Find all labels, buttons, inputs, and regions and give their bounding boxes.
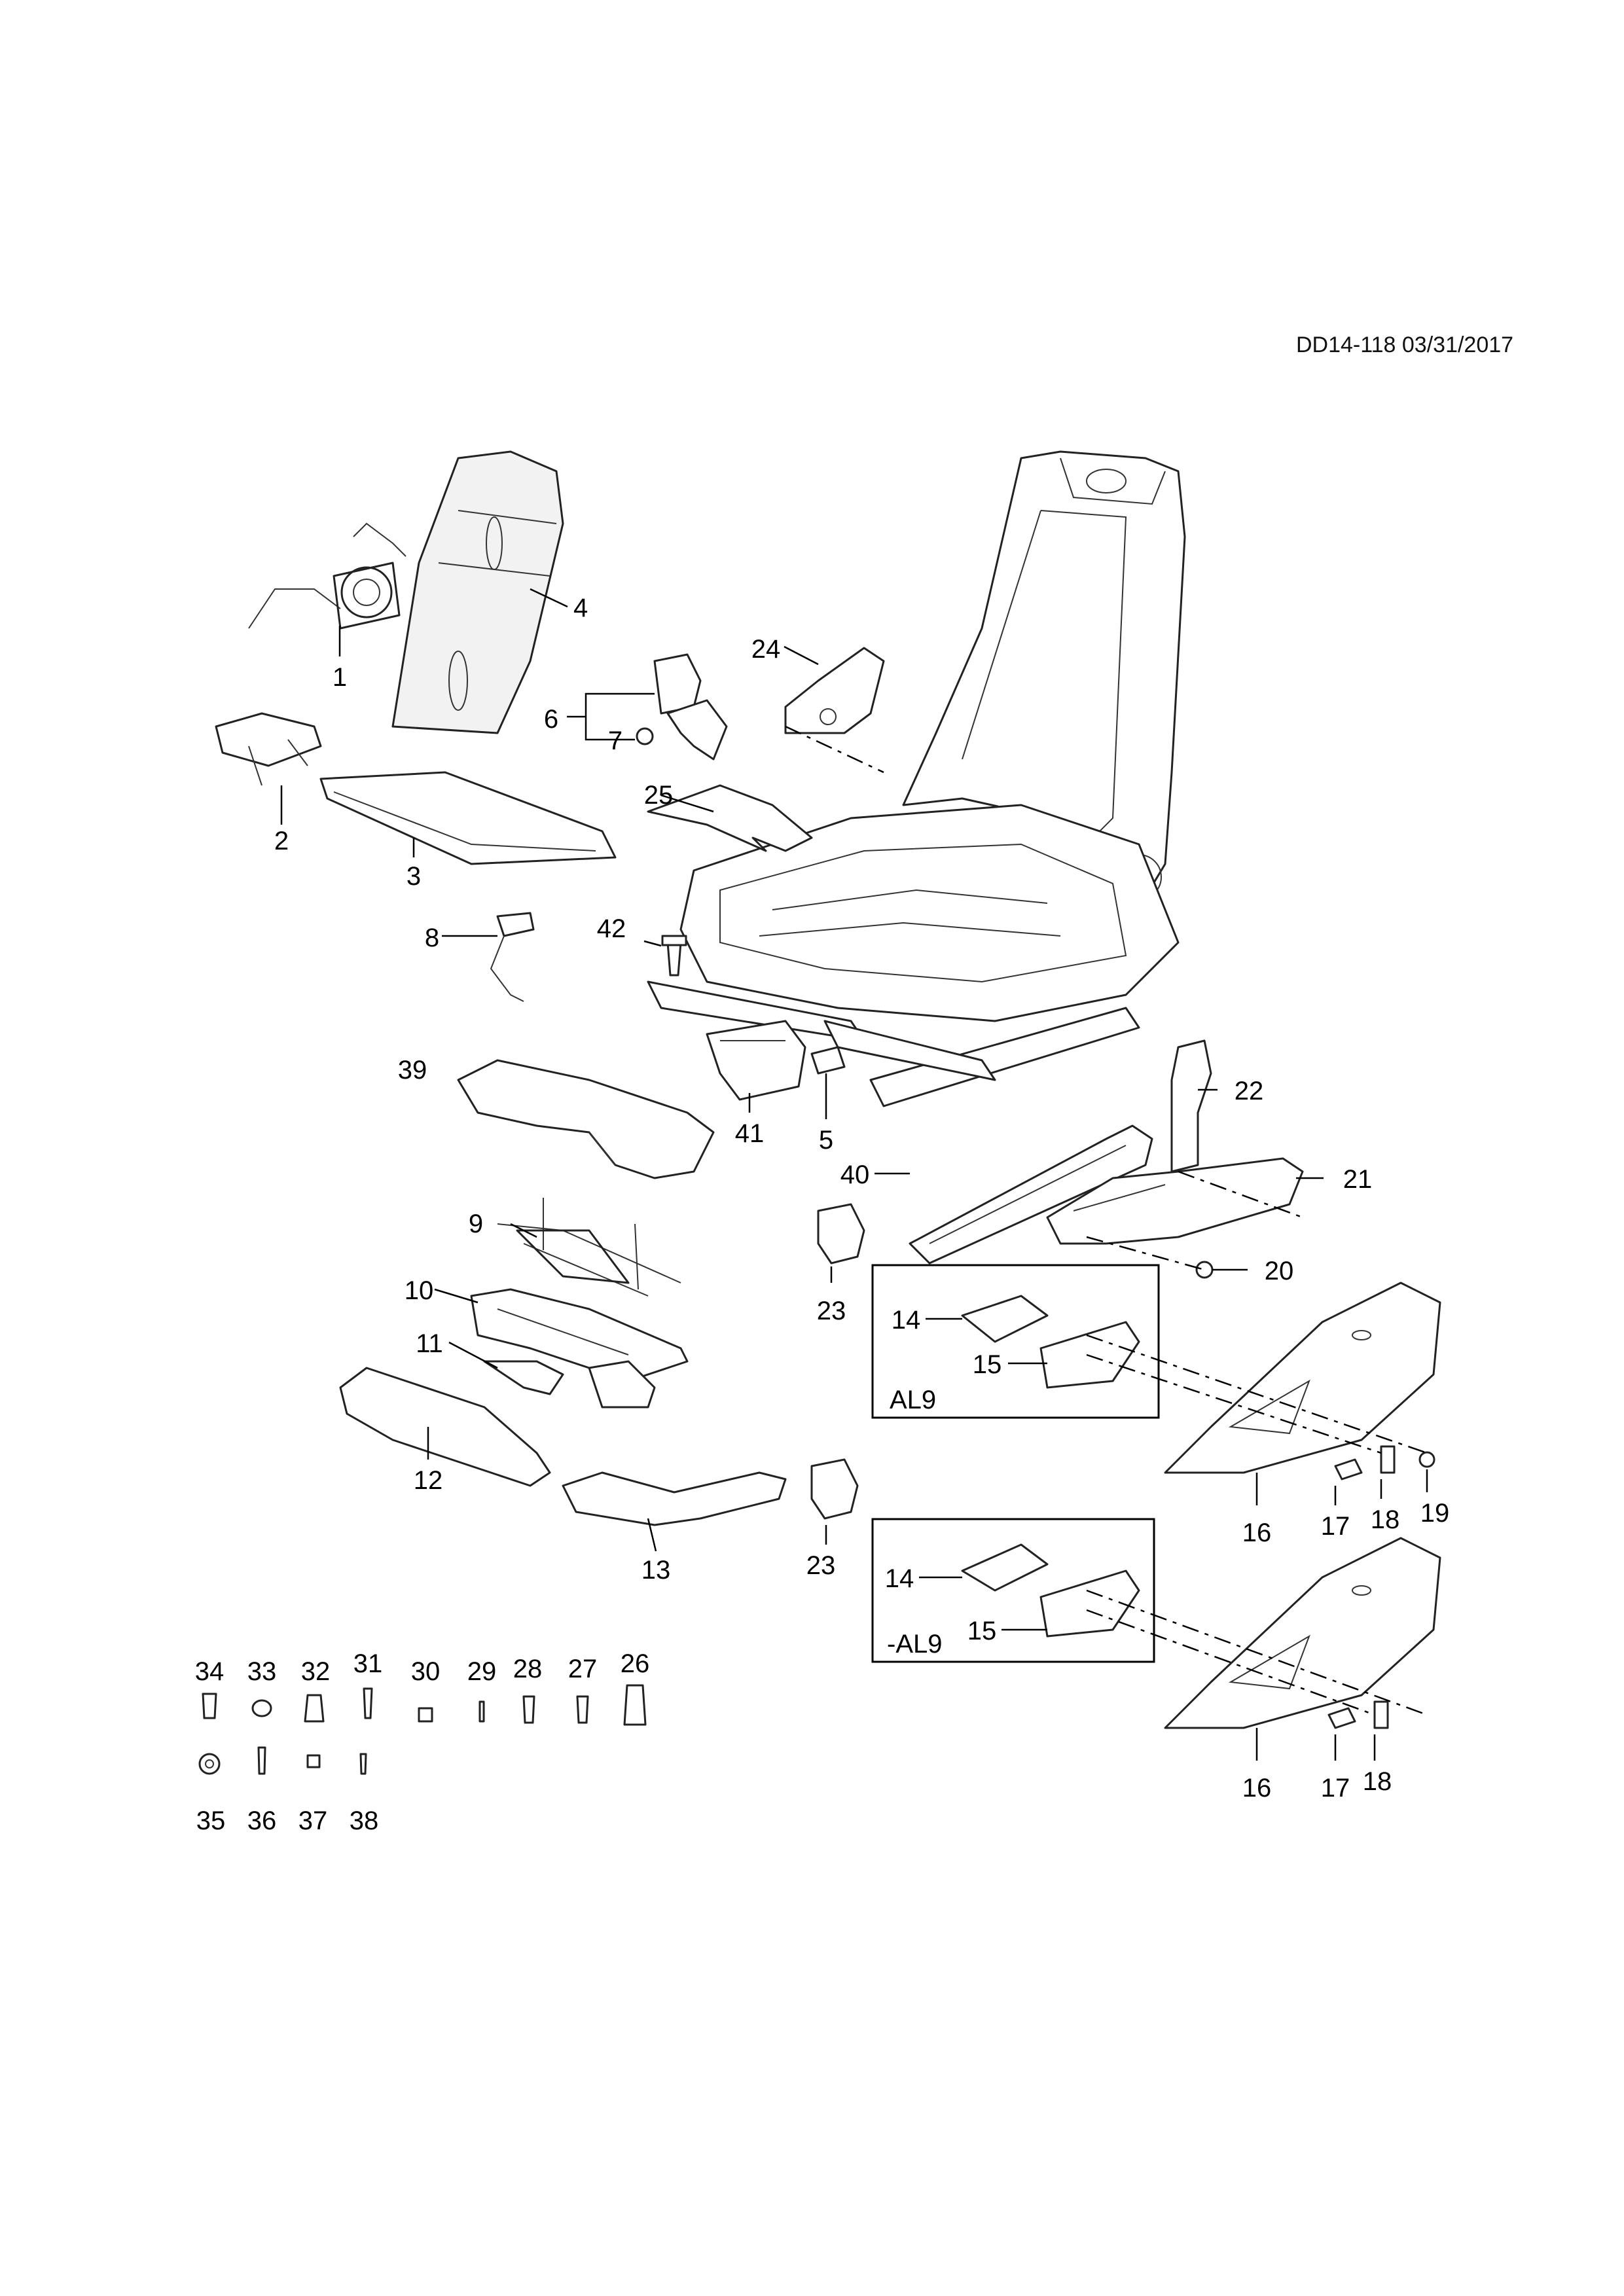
part-40-track-rail [909, 1124, 1153, 1265]
part-10-cushion-pan [470, 1288, 689, 1382]
document-reference: DD14-118 03/31/2017 [1296, 332, 1514, 357]
callout-22: 22 [1235, 1077, 1264, 1105]
part-1-lumbar-motor-harness [248, 522, 406, 630]
part-21-outer-trim-cover [1046, 1157, 1304, 1245]
callout-10: 10 [405, 1276, 434, 1305]
assembly-lines [785, 725, 1428, 1716]
part-10-bracket [588, 1360, 656, 1408]
callout-35: 35 [196, 1806, 226, 1835]
callout-15-upper: 15 [973, 1350, 1002, 1379]
fasteners-row-2 [198, 1746, 367, 1775]
callout-34: 34 [195, 1657, 225, 1686]
callout-1: 1 [333, 663, 347, 692]
callout-9: 9 [469, 1210, 483, 1238]
callout-7: 7 [608, 726, 623, 755]
variant-box-upper [871, 1264, 1160, 1419]
callout-14-upper: 14 [892, 1306, 921, 1335]
callout-14-lower: 14 [885, 1564, 914, 1593]
callout-40: 40 [840, 1160, 870, 1189]
leader-lines [280, 588, 1428, 1761]
seat-cushion-frame [679, 804, 1180, 1022]
part-24-side-trim-bracket [784, 647, 885, 734]
callout-42: 42 [597, 914, 626, 943]
part-22-belt-guide [1170, 1039, 1212, 1173]
seat-track-rails [647, 980, 1140, 1107]
callout-16-lower: 16 [1242, 1774, 1272, 1803]
variant-label-lower: -AL9 [887, 1630, 943, 1659]
part-20-plug [1195, 1261, 1214, 1279]
callout-26: 26 [621, 1649, 650, 1678]
callout-6: 6 [544, 705, 558, 734]
callout-37: 37 [298, 1806, 328, 1835]
part-12-front-trim [339, 1367, 551, 1487]
part-13-side-trim [562, 1471, 787, 1526]
part-23-recliner-bracket-upper [817, 1203, 865, 1265]
callouts: 1 4 2 3 8 6 7 25 24 42 39 41 5 22 40 21 … [195, 594, 1450, 1835]
fasteners-row-1 [202, 1684, 647, 1726]
part-16-side-shield-upper [1164, 1282, 1441, 1474]
variant-box-lower [871, 1518, 1155, 1663]
part-39-cushion-pad [457, 1059, 715, 1179]
part-41-duct [706, 1020, 806, 1101]
callout-12: 12 [414, 1466, 443, 1495]
variant-label-upper: AL9 [890, 1386, 936, 1414]
callout-21: 21 [1343, 1165, 1373, 1194]
callout-13: 13 [641, 1556, 671, 1585]
part-14-15-switch-assembly-lower [961, 1543, 1140, 1638]
callout-15-lower: 15 [967, 1617, 997, 1645]
callout-23-upper: 23 [817, 1297, 846, 1325]
parts-17-18-19-knobs [1327, 1445, 1435, 1729]
callout-3: 3 [406, 862, 421, 891]
part-42-fastener [661, 935, 687, 977]
callout-5: 5 [819, 1126, 833, 1155]
part-6-belt-buckle [636, 653, 728, 761]
callout-31: 31 [353, 1649, 383, 1678]
callout-39: 39 [398, 1056, 427, 1085]
callout-19: 19 [1420, 1499, 1450, 1528]
part-5-clip [810, 1046, 846, 1075]
part-14-15-switch-assembly-upper [961, 1295, 1140, 1389]
callout-4: 4 [573, 594, 588, 622]
part-9-cushion-wire-frame [497, 1198, 681, 1297]
part-4-seat-back-pad [391, 450, 564, 734]
part-2-lumbar-switch [215, 712, 322, 786]
callout-23-lower: 23 [806, 1551, 836, 1580]
callout-17-lower: 17 [1321, 1774, 1350, 1803]
part-3-cushion-panel [319, 771, 617, 865]
callout-29: 29 [467, 1657, 497, 1686]
callout-16-upper: 16 [1242, 1518, 1272, 1547]
callout-41: 41 [735, 1119, 765, 1148]
part-25-trim-panel [647, 784, 813, 852]
callout-18-upper: 18 [1371, 1505, 1400, 1534]
callout-20: 20 [1265, 1257, 1294, 1285]
part-16-side-shield-lower [1164, 1537, 1441, 1729]
part-11-trim-strip [483, 1360, 564, 1395]
callout-18-lower: 18 [1363, 1767, 1392, 1796]
callout-24: 24 [751, 635, 781, 664]
callout-33: 33 [247, 1657, 277, 1686]
callout-25: 25 [644, 781, 674, 810]
part-23-recliner-bracket-lower [810, 1458, 859, 1520]
callout-2: 2 [274, 827, 289, 855]
callout-30: 30 [411, 1657, 441, 1686]
callout-32: 32 [301, 1657, 331, 1686]
callout-38: 38 [350, 1806, 379, 1835]
callout-17-upper: 17 [1321, 1512, 1350, 1541]
callout-11: 11 [416, 1329, 443, 1358]
callout-27: 27 [568, 1655, 598, 1683]
callout-36: 36 [247, 1806, 277, 1835]
callout-8: 8 [425, 924, 439, 952]
callout-28: 28 [513, 1655, 543, 1683]
part-8-sensor-harness [490, 912, 535, 1002]
